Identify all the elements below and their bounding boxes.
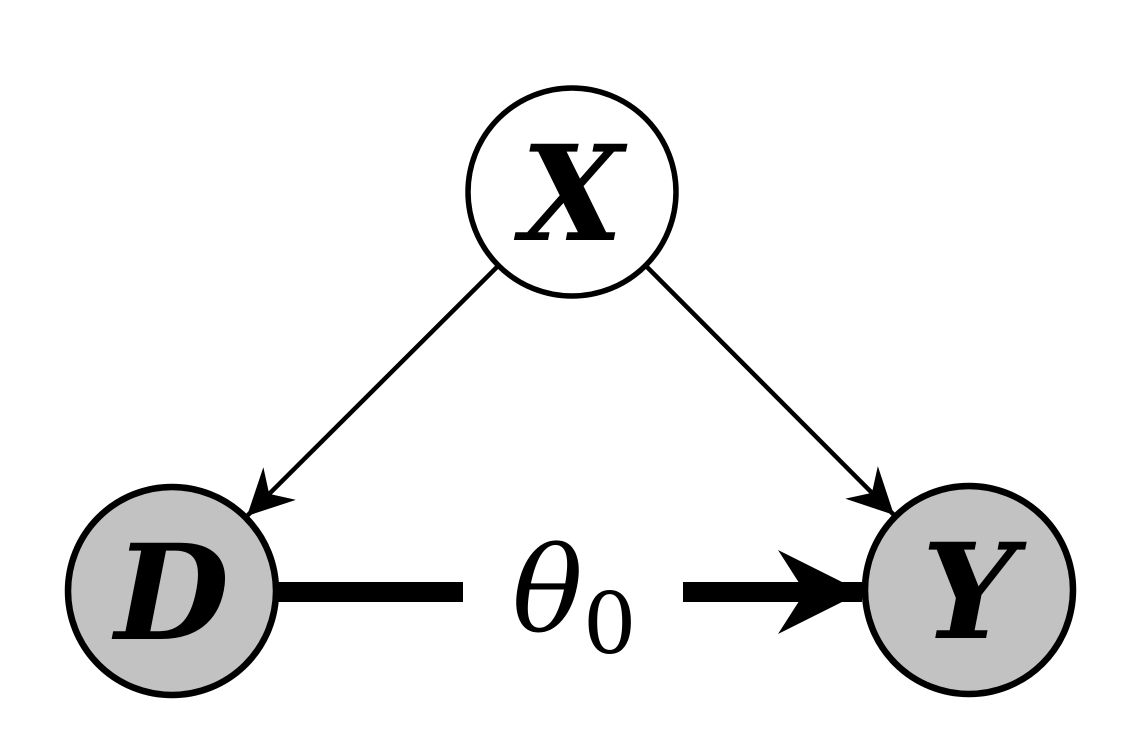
node-d-circle (64, 483, 280, 699)
node-x-circle (465, 85, 679, 299)
node-x-label: X (514, 117, 628, 272)
edge-x-to-y-arrow (645, 265, 896, 517)
node-y-circle (861, 482, 1077, 698)
node-d-label: D (111, 516, 229, 671)
theta-subscript: 0 (583, 575, 636, 673)
node-y-label: Y (922, 515, 1027, 670)
edge-label-theta0: θ0 (512, 521, 637, 673)
theta-symbol: θ (512, 521, 583, 659)
edge-x-to-d-arrow (245, 265, 499, 518)
